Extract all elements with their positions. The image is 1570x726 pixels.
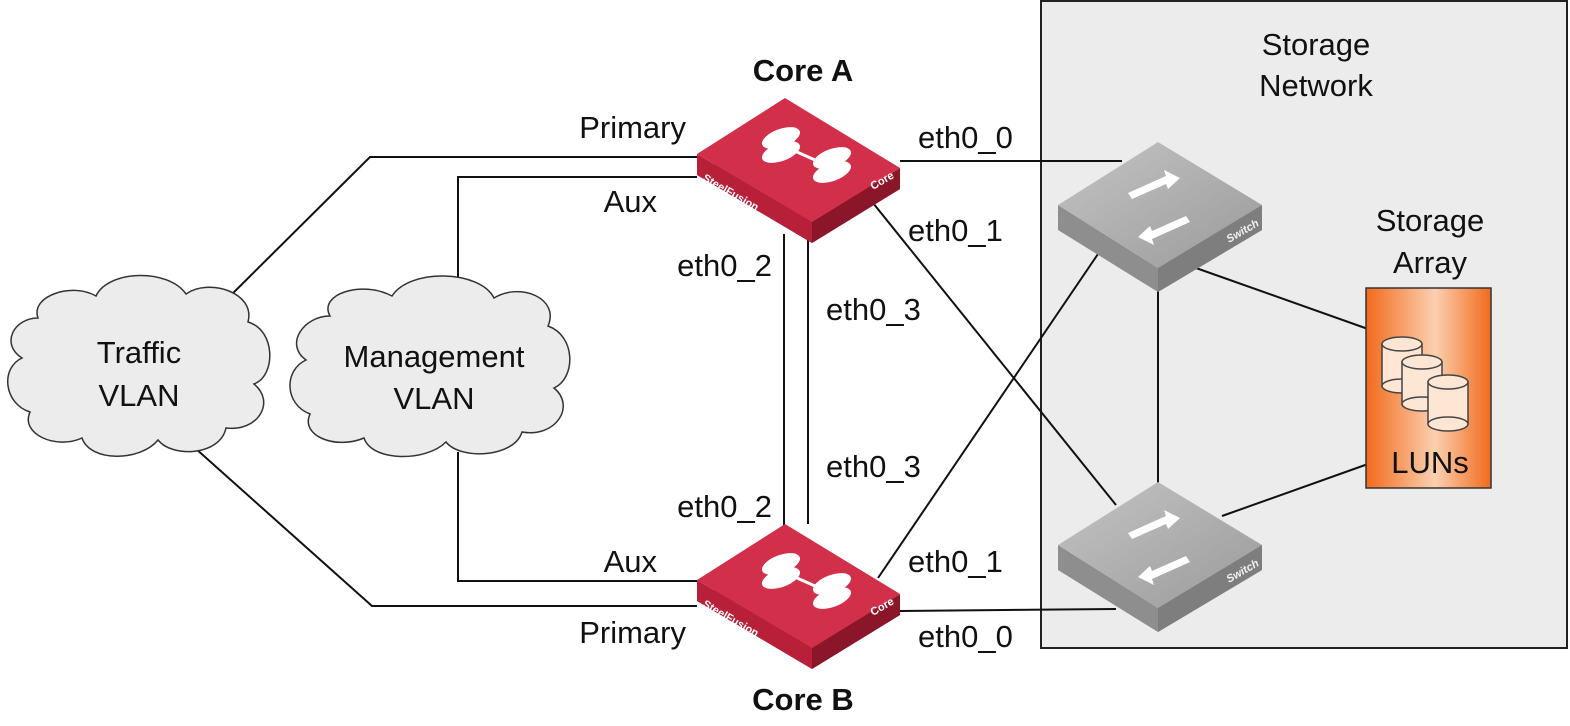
storage-network-label-line2: Network	[1259, 68, 1373, 103]
traffic-vlan-label-line2: VLAN	[99, 378, 180, 413]
core-a-eth0-0-label: eth0_0	[918, 120, 1013, 155]
switch-top[interactable]: Switch	[1058, 142, 1262, 292]
core-a-eth0-2-label: eth0_2	[677, 248, 772, 283]
connection-wires	[194, 156, 1369, 612]
wire-core-b-aux	[457, 452, 697, 582]
wire-core-b-primary	[194, 447, 697, 607]
core-a-primary-label: Primary	[579, 110, 686, 145]
core-b-eth0-1-label: eth0_1	[908, 544, 1003, 579]
switch-arrows-icon	[1128, 170, 1190, 245]
traffic-vlan-label-line1: Traffic	[97, 335, 181, 370]
core-a-aux-label: Aux	[604, 184, 658, 219]
core-a-eth0-3-label: eth0_3	[826, 292, 921, 327]
core-b-aux-label: Aux	[604, 544, 658, 579]
management-vlan-label-line2: VLAN	[394, 381, 475, 416]
switch-arrows-icon	[1128, 510, 1190, 585]
wire-core-b-eth0-1	[877, 253, 1099, 579]
core-b-eth0-3-label: eth0_3	[826, 449, 921, 484]
luns-label: LUNs	[1391, 445, 1469, 480]
wire-switch-top-to-array	[1195, 267, 1369, 330]
core-a-eth0-1-label: eth0_1	[908, 213, 1003, 248]
wire-core-b-eth0-0	[899, 608, 1117, 612]
wire-core-a-eth0-1	[872, 202, 1117, 506]
core-b-eth0-2-label: eth0_2	[677, 489, 772, 524]
management-vlan-label-line1: Management	[344, 339, 525, 374]
link-labels: Primary Aux Aux Primary eth0_0 eth0_1 et…	[579, 110, 1013, 654]
core-b-device[interactable]: SteelFusion Core	[697, 524, 900, 669]
storage-replication-icon	[761, 553, 852, 609]
core-a-title: Core A	[753, 53, 853, 88]
wire-switch-bottom-to-array	[1221, 463, 1369, 517]
wire-core-a-aux	[457, 176, 697, 292]
database-stack-icon	[1381, 336, 1469, 432]
core-a-device[interactable]: SteelFusion Core	[697, 98, 900, 243]
core-b-eth0-0-label: eth0_0	[918, 619, 1013, 654]
storage-array-label-line1: Storage	[1376, 203, 1485, 238]
storage-replication-icon	[761, 127, 852, 183]
storage-network-label-line1: Storage	[1262, 27, 1371, 62]
storage-array-label-line2: Array	[1393, 245, 1468, 280]
wire-core-a-primary	[217, 156, 697, 309]
storage-array[interactable]: LUNs	[1365, 287, 1492, 489]
management-vlan-cloud: Management VLAN	[289, 275, 571, 458]
traffic-vlan-cloud: Traffic VLAN	[7, 274, 271, 457]
core-b-title: Core B	[752, 682, 854, 717]
core-b-primary-label: Primary	[579, 615, 686, 650]
switch-bottom[interactable]: Switch	[1058, 482, 1262, 632]
